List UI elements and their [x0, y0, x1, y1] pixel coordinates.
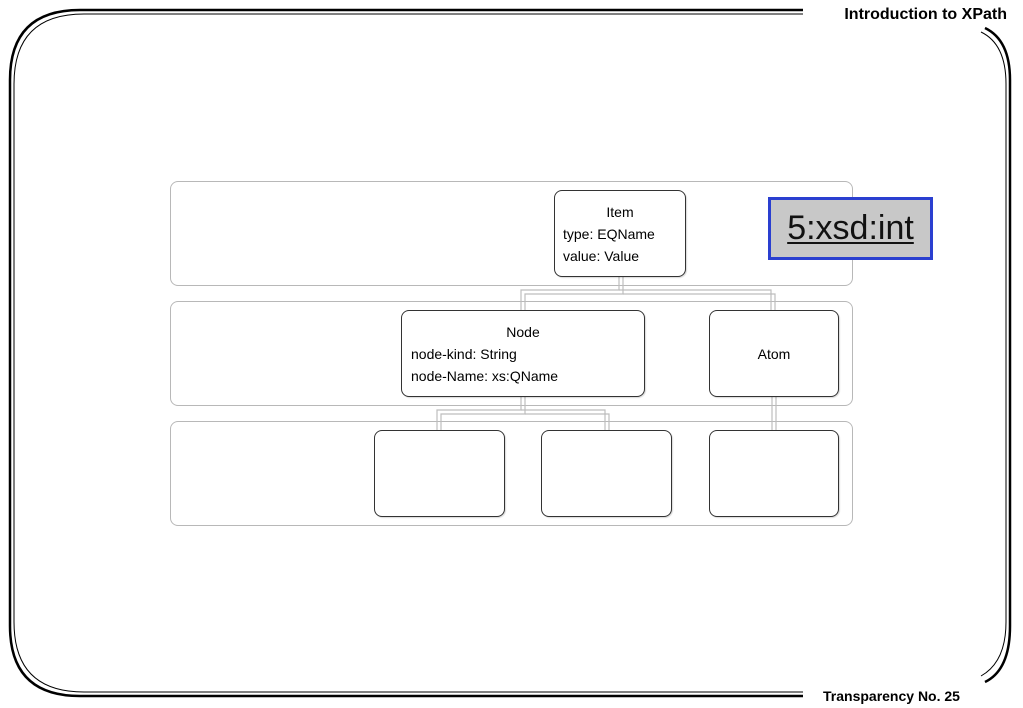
slide-number: Transparency No. 25 [819, 688, 964, 704]
node-type-box: Node node-kind: String node-Name: xs:QNa… [401, 310, 645, 397]
node-kind-field: node-kind: String [411, 346, 517, 362]
layer-band-item [170, 181, 853, 286]
item-type-box: Item type: EQName value: Value [554, 190, 686, 277]
item-value-field: value: Value [563, 248, 640, 264]
item-type-field: type: EQName [563, 226, 655, 242]
node-subtype-box [541, 430, 672, 517]
atom-type-box: Atom [709, 310, 839, 397]
atom-title: Atom [757, 346, 791, 362]
atom-subtype-box [709, 430, 839, 517]
item-title: Item [606, 204, 634, 220]
slide-title: Introduction to XPath [838, 6, 1007, 24]
example-value-text: 5:xsd:int [787, 209, 914, 247]
node-name-field: node-Name: xs:QName [411, 368, 559, 384]
example-value-badge: 5:xsd:int [768, 197, 933, 260]
node-title: Node [506, 324, 540, 340]
node-subtype-box [374, 430, 505, 517]
